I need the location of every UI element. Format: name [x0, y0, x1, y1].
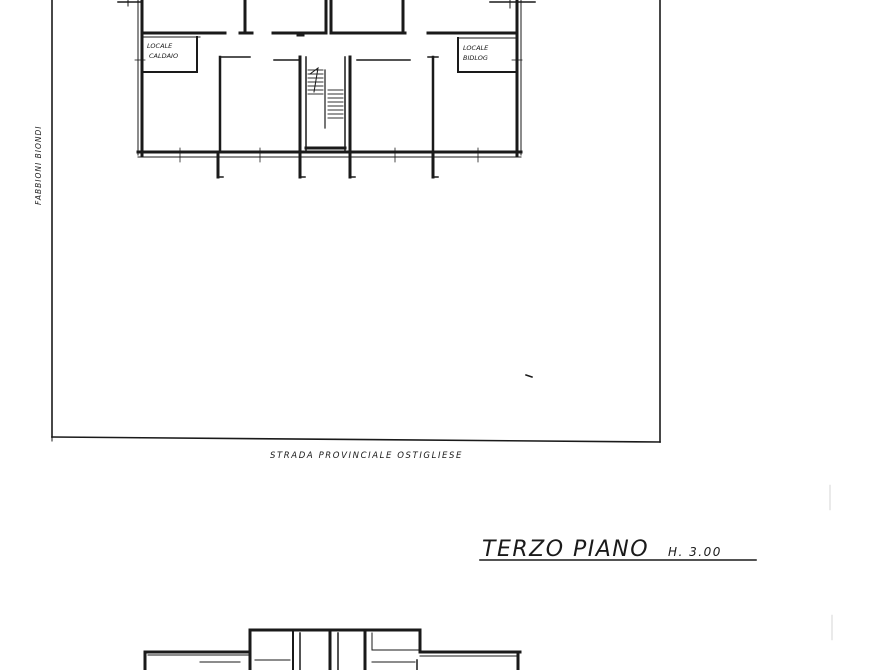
- side-road-label: FABBIONI BIONDI: [34, 126, 43, 205]
- upper-plan-interior-walls: [140, 0, 519, 154]
- room-label-left-line1: LOCALE: [147, 42, 173, 50]
- room-label-right-line1: LOCALE: [463, 44, 489, 52]
- site-boundary: [51, 0, 833, 641]
- facade-pillars: [216, 150, 439, 179]
- stair-treads: [307, 66, 344, 119]
- dimension-ticks: [134, 59, 523, 163]
- upper-plan-walls: [117, 0, 536, 158]
- floor-height: H. 3.00: [668, 545, 722, 559]
- lower-plan-walls: [143, 628, 522, 670]
- street-label: STRADA PROVINCIALE OSTIGLIESE: [270, 451, 463, 461]
- room-label-left: LOCALE CALDAIO: [147, 42, 178, 60]
- floor-title: TERZO PIANO: [482, 537, 649, 562]
- room-label-left-line2: CALDAIO: [149, 52, 178, 60]
- stray-mark: [525, 374, 533, 378]
- room-label-right: LOCALE BIDLOG: [463, 44, 489, 62]
- room-label-right-line2: BIDLOG: [463, 54, 488, 62]
